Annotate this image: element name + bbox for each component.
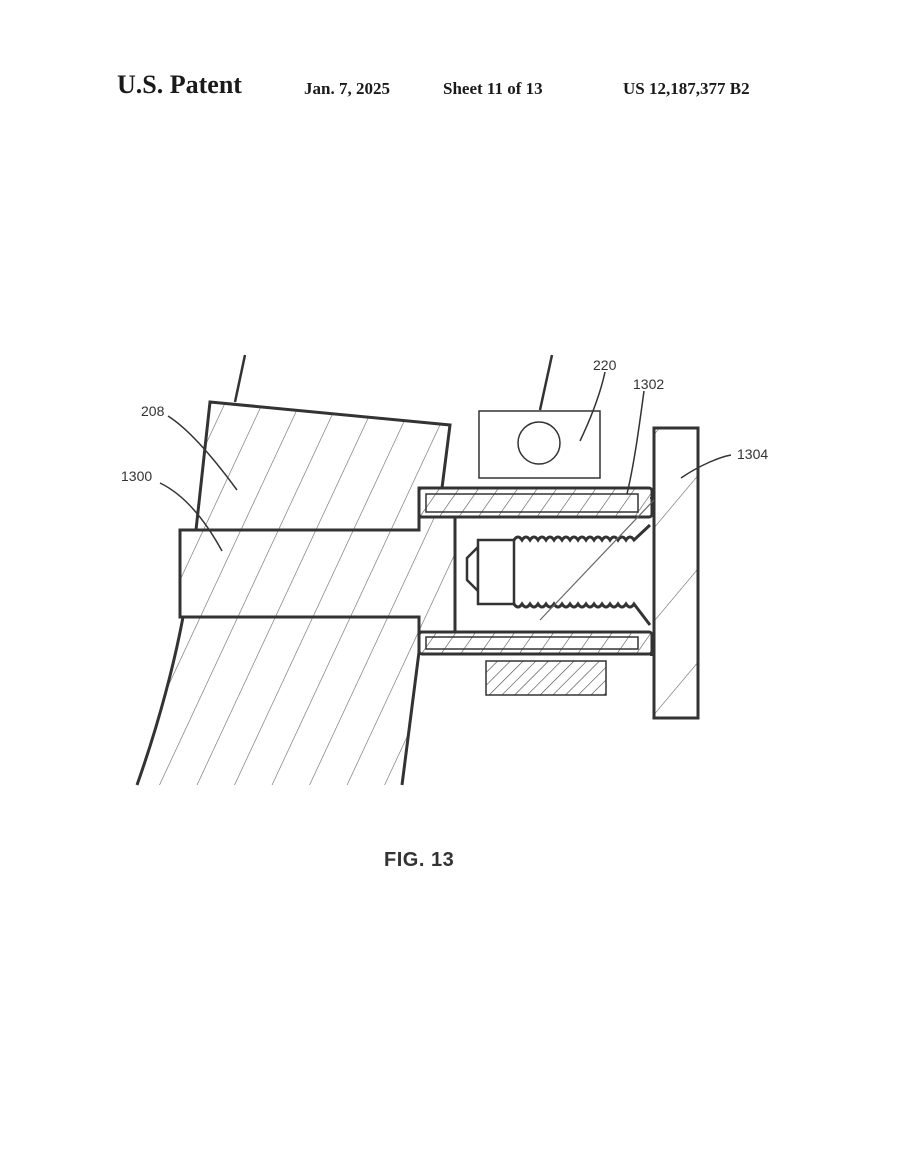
upper-arm-lines (233, 354, 554, 411)
patent-date: Jan. 7, 2025 (304, 79, 390, 98)
sheet-number: Sheet 11 of 13 (443, 79, 543, 98)
ref-label-1304: 1304 (737, 446, 768, 462)
block-208 (194, 400, 452, 532)
threaded-bore (465, 523, 652, 626)
ref-label-1302: 1302 (633, 376, 664, 392)
ref-label-1300: 1300 (121, 468, 152, 484)
leader-lines (159, 371, 732, 552)
ref-label-208: 208 (141, 403, 165, 419)
patent-number: US 12,187,377 B2 (623, 79, 750, 98)
component-220 (478, 410, 601, 479)
flange-1304 (539, 426, 700, 720)
lower-hatched-block (485, 660, 607, 696)
ref-label-220: 220 (593, 357, 617, 373)
sleeve-1302 (417, 486, 654, 656)
patent-title: U.S. Patent (117, 70, 242, 99)
figure-caption: FIG. 13 (384, 849, 455, 871)
shaft-1300 (178, 515, 457, 634)
lower-body (135, 616, 421, 786)
